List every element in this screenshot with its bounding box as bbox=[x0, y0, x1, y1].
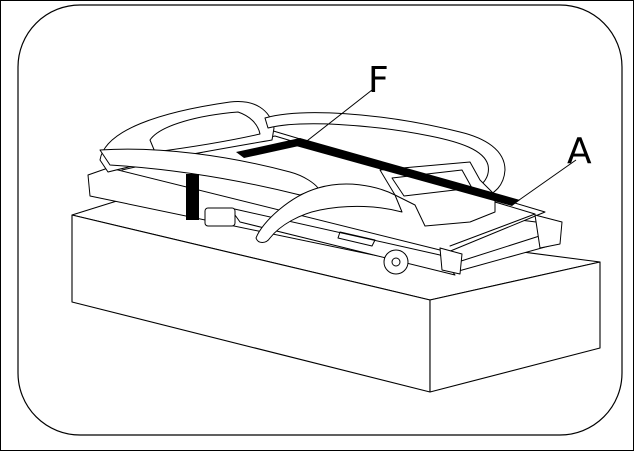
end-cap-right bbox=[534, 214, 563, 249]
shipping-box bbox=[71, 199, 601, 393]
treadmill bbox=[87, 101, 563, 276]
transport-wheel-hub bbox=[391, 257, 401, 267]
callout-f: F bbox=[368, 60, 389, 101]
rounded-panel bbox=[17, 4, 623, 436]
front-arm bbox=[255, 183, 403, 243]
strap-deck bbox=[236, 138, 308, 158]
motor-hood-window bbox=[149, 111, 261, 153]
box-right-face bbox=[429, 261, 601, 393]
end-cap-left bbox=[439, 247, 463, 275]
packing-straps bbox=[186, 138, 520, 220]
callout-a: A bbox=[567, 131, 592, 172]
strap-vertical bbox=[186, 174, 199, 220]
side-rail-detail bbox=[337, 231, 376, 247]
strap-rail bbox=[296, 138, 520, 206]
leader-line-f bbox=[302, 89, 373, 145]
rear-foot bbox=[204, 207, 236, 227]
leader-line-a bbox=[511, 159, 577, 206]
